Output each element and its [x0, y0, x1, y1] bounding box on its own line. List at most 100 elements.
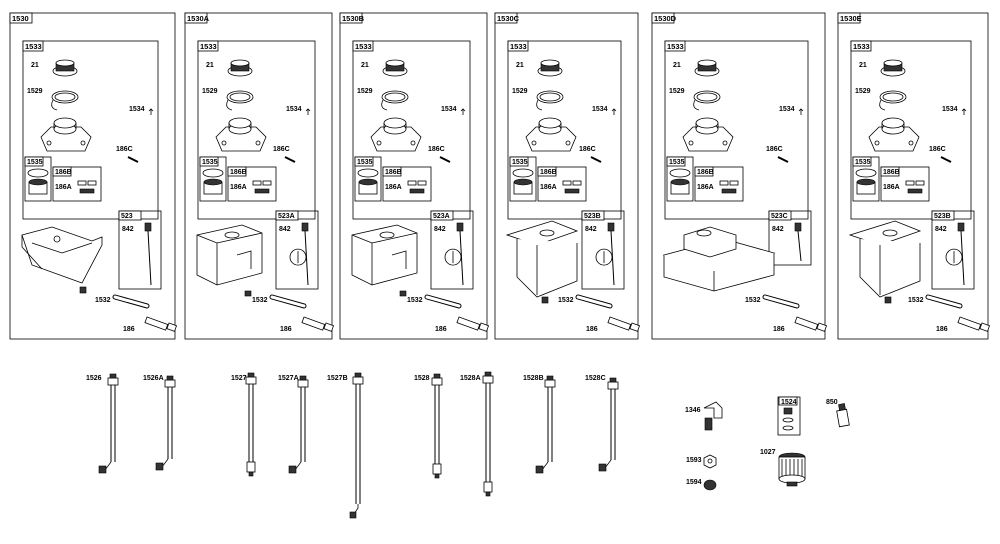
- filter-id-label: 1535: [512, 159, 528, 166]
- filter-id-box: [24, 156, 44, 167]
- subassembly-id-box: [197, 40, 219, 52]
- panel-id-box: [837, 12, 861, 24]
- fitting-label: 186A: [230, 184, 247, 191]
- filter-screen-icon: [855, 168, 877, 178]
- tank-neck-body-icon: [370, 126, 422, 152]
- hose-1528: 1528: [414, 373, 443, 479]
- hose-fitting-bottom: [432, 463, 442, 475]
- hose-label: 1528A: [460, 375, 481, 382]
- gauge-id-label: 523A: [433, 213, 450, 220]
- subassembly-id-box: [507, 40, 529, 52]
- panel-id-box: [184, 12, 208, 24]
- panel-frame: [837, 12, 989, 340]
- hose-1528c: 1528C: [585, 375, 619, 472]
- sender-label: 842: [434, 226, 446, 233]
- kit-label: 1524: [781, 399, 797, 406]
- hose-clamp-icon: [607, 316, 632, 331]
- panel-id-label: 1530: [12, 14, 29, 23]
- filter-id-box: [509, 156, 529, 167]
- hose-fitting-top: [482, 375, 494, 384]
- arrow-up-icon: [611, 108, 617, 115]
- fitting-icon: [719, 180, 729, 186]
- sender-label: 842: [585, 226, 597, 233]
- arrow-up-icon: [305, 108, 311, 115]
- fitting-label: 186A: [385, 184, 402, 191]
- bladder-box: [537, 166, 587, 202]
- sender-gauge-icon: [444, 222, 464, 286]
- filter-id-label: 1535: [27, 159, 43, 166]
- panel-frame: [9, 12, 176, 340]
- filter-screen-icon: [512, 168, 534, 178]
- gauge-id-label: 523B: [584, 213, 601, 220]
- filter-id-box: [666, 156, 686, 167]
- bladder-id-box: [880, 166, 900, 177]
- hose-fitting-top: [607, 381, 619, 390]
- nut-label: 1593: [686, 457, 702, 464]
- ring-label: 1529: [512, 88, 528, 95]
- tank-neck-body-icon: [868, 126, 920, 152]
- filter-id-box: [852, 156, 872, 167]
- hose-label: 1528C: [585, 375, 606, 382]
- fitting-icon: [905, 180, 915, 186]
- part-filter-1027: 1027: [760, 449, 806, 487]
- hose-fitting-bottom: [483, 481, 493, 493]
- tank-neck-body-icon: [525, 126, 577, 152]
- filter-screen-icon: [357, 168, 379, 178]
- arrow-up-icon: [961, 108, 967, 115]
- panels-layer: 153015332115291534186C1535186B186A523842…: [9, 12, 991, 340]
- fuel-tube-icon: [925, 294, 963, 309]
- hose-label: 1526A: [143, 375, 164, 382]
- fuel-tube-icon: [424, 294, 462, 309]
- panel-id-label: 1530E: [840, 14, 862, 23]
- hose-1526a: 1526A: [143, 375, 176, 471]
- gauge-id-label: 523C: [771, 213, 788, 220]
- tube-label: 1532: [908, 297, 924, 304]
- hose-fitting-top: [107, 377, 119, 386]
- panel-id-label: 1530C: [497, 14, 520, 23]
- gasket-ring-icon: [693, 90, 721, 104]
- bladder-box: [880, 166, 930, 202]
- body-label: 1534: [129, 106, 145, 113]
- hose-1527b: 1527B: [327, 372, 364, 519]
- hose-label: 1528B: [523, 375, 544, 382]
- body-label: 1534: [286, 106, 302, 113]
- arrow-up-icon: [798, 108, 804, 115]
- hose-fitting-bottom: [246, 461, 256, 473]
- panel-id-label: 1530B: [342, 14, 365, 23]
- hose-clamp-icon: [456, 316, 481, 331]
- bladder-id-label: 186B: [540, 169, 557, 176]
- panel-frame: [651, 12, 826, 340]
- screw-icon: [127, 156, 139, 163]
- body-label: 1534: [942, 106, 958, 113]
- bladder-id-label: 186B: [883, 169, 900, 176]
- subassembly-id-label: 1533: [510, 42, 527, 51]
- panel-id-box: [9, 12, 33, 24]
- fitting-icon: [252, 180, 262, 186]
- panel-frame: [494, 12, 639, 340]
- screw-label: 186C: [116, 146, 133, 153]
- hose-1527: 1527: [231, 372, 257, 477]
- filter-id-label: 1535: [357, 159, 373, 166]
- filter-id-label: 1535: [855, 159, 871, 166]
- bladder-id-label: 186B: [230, 169, 247, 176]
- hose-clamp-icon: [957, 316, 982, 331]
- hose-label: 1528: [414, 375, 430, 382]
- sender-gauge-icon: [945, 222, 965, 286]
- fuel-tank-icon: [848, 220, 922, 304]
- fitting-label: 186A: [883, 184, 900, 191]
- clamp-label: 186: [936, 326, 948, 333]
- subassembly-frame: [850, 40, 972, 220]
- cap-label: 21: [361, 62, 369, 69]
- subassembly-frame: [352, 40, 471, 220]
- subassembly-frame: [22, 40, 159, 220]
- hose-fitting-top: [245, 376, 257, 385]
- gauge-id-box: [768, 210, 792, 221]
- hose-clamp-icon: [144, 316, 169, 331]
- subassembly-id-label: 1533: [25, 42, 42, 51]
- clamp-label: 186: [123, 326, 135, 333]
- bladder-id-box: [537, 166, 557, 177]
- screw-icon: [777, 156, 789, 163]
- fitting-icon: [407, 180, 417, 186]
